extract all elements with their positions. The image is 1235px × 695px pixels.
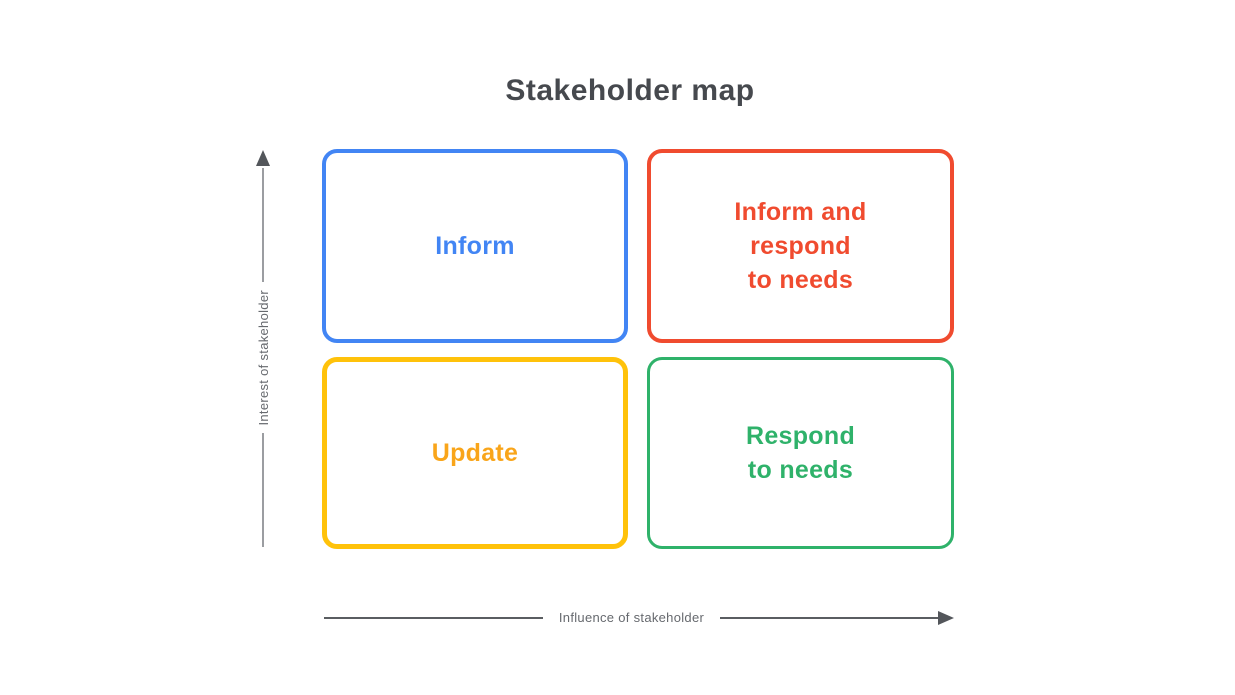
x-axis-line-left bbox=[324, 616, 543, 619]
quadrant-label-line: respond bbox=[750, 232, 851, 260]
quadrant-label-line: to needs bbox=[747, 456, 854, 484]
y-axis: Interest of stakeholder bbox=[255, 150, 271, 547]
right-arrow-icon bbox=[938, 610, 954, 625]
x-axis-line-right bbox=[720, 616, 939, 619]
y-axis-line-upper bbox=[262, 168, 264, 282]
quadrant-label-line: Inform bbox=[435, 232, 515, 260]
quadrant-inform: Inform bbox=[322, 149, 628, 343]
quadrant-update: Update bbox=[322, 357, 628, 549]
x-axis-label: Influence of stakeholder bbox=[558, 610, 705, 625]
quadrant-inform-and-respond-to-needs: Inform and respond to needs bbox=[647, 149, 954, 343]
quadrant-label-line: Respond bbox=[745, 422, 856, 450]
quadrant-label-line: Update bbox=[431, 439, 519, 467]
y-axis-label: Interest of stakeholder bbox=[255, 289, 271, 426]
quadrant-label-line: Inform and bbox=[734, 198, 867, 226]
x-axis: Influence of stakeholder bbox=[324, 609, 954, 626]
quadrant-label-line: to needs bbox=[747, 266, 854, 294]
diagram-title: Stakeholder map bbox=[505, 74, 755, 107]
up-arrow-icon bbox=[256, 150, 270, 166]
y-axis-line-lower bbox=[262, 433, 264, 547]
quadrant-respond-to-needs: Respond to needs bbox=[647, 357, 954, 549]
